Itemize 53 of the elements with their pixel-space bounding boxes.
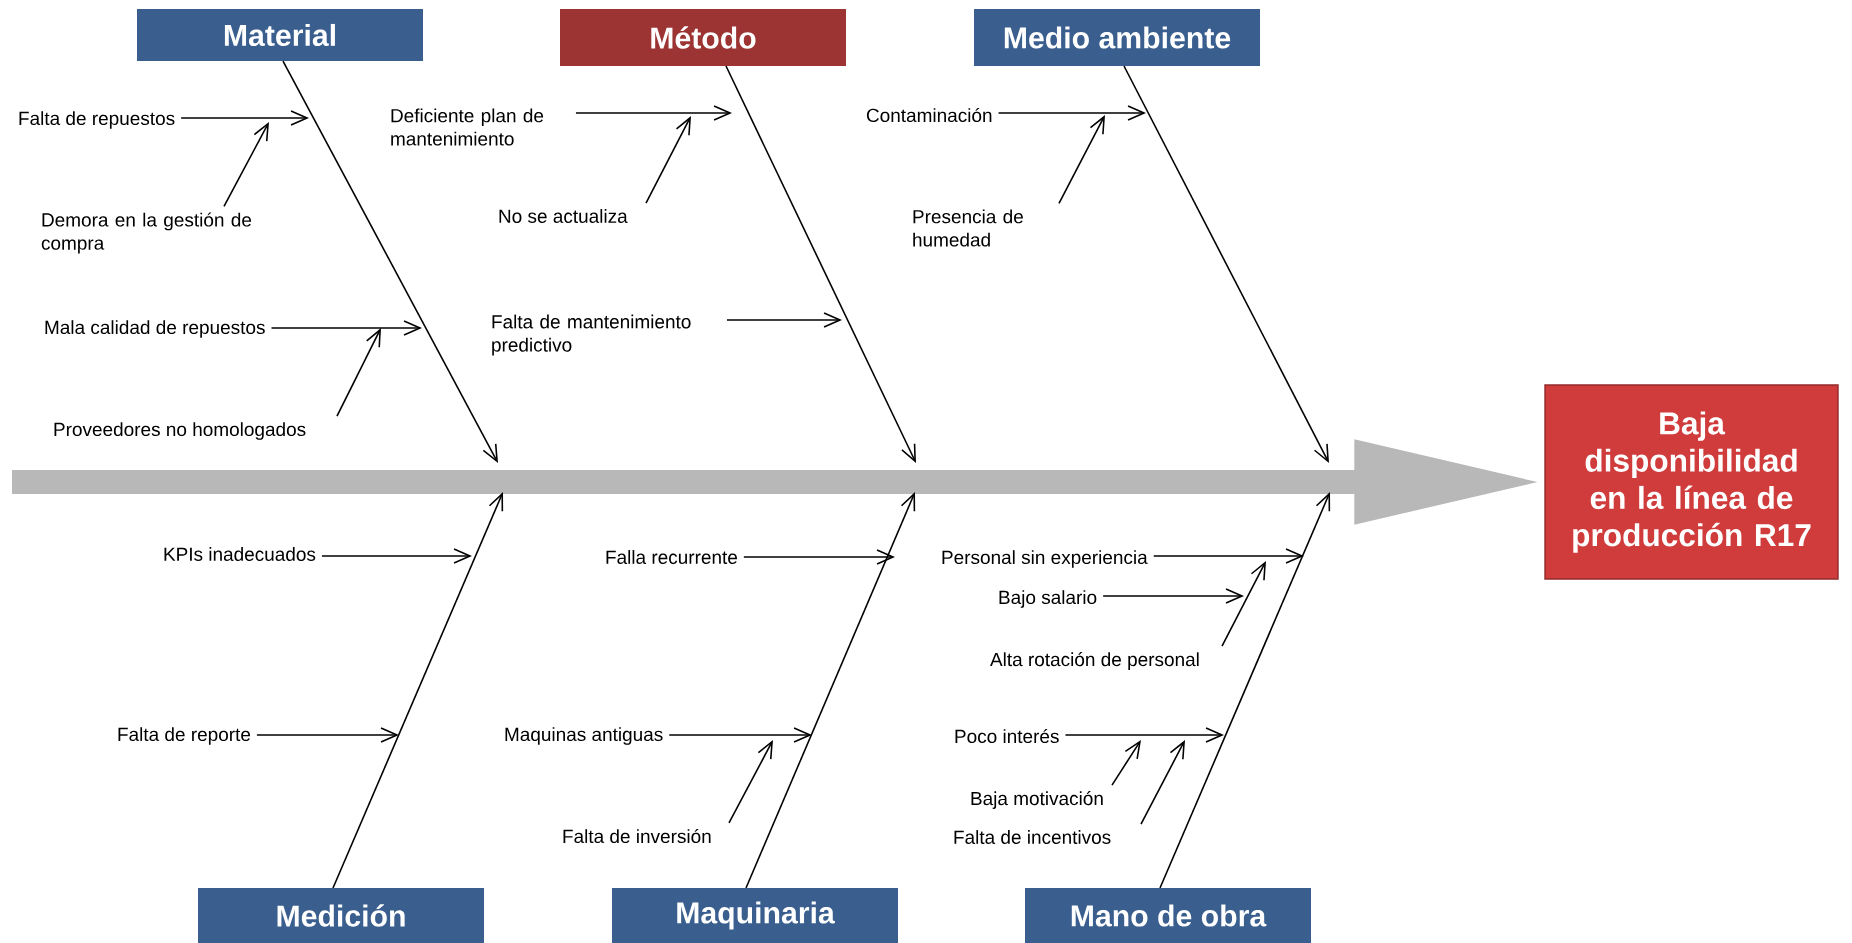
arrow [1102,588,1244,604]
arrow [645,116,691,204]
cause-label: Falta de mantenimiento predictivo [492,314,691,356]
cause-label: Presencia de humedad [913,209,1023,247]
arrow [336,328,381,417]
arrow [282,60,498,463]
cause-label: Personal sin experiencia [942,550,1148,568]
arrow [321,548,472,564]
cause-label: KPIs inadecuados [164,547,316,561]
arrow [270,320,422,336]
arrow [743,549,895,565]
cause-label: Falta de inversión [563,828,711,844]
arrow [1111,740,1141,786]
cause-label: Contaminación [866,107,992,123]
cause-label: Maquinas antiguas [505,727,663,745]
effect-box: Baja disponibilidad en la línea de producción R17 [1544,384,1839,580]
category-box: Maquinaria [612,888,898,943]
arrow [745,492,916,889]
cause-label: Falta de reporte [118,727,251,745]
cause-label: Poco interés [955,728,1059,744]
cause-label: Falla recurrente [606,550,737,564]
arrow [1159,492,1331,889]
arrow [728,740,773,824]
cause-label: No se actualiza [499,209,628,223]
cause-label: Falta de repuestos [19,111,175,129]
arrow [1123,65,1329,463]
arrow [1152,548,1304,564]
cause-label: Alta rotación de personal [990,652,1199,670]
category-box: Mano de obra [1025,888,1311,943]
arrow [1221,561,1266,647]
cause-label: Proveedores no homologados [54,422,306,440]
arrow [332,492,504,889]
arrow [668,727,812,743]
arrow [575,105,732,121]
cause-label: Bajo salario [999,590,1097,608]
cause-label: Demora en la gestión de compra [41,212,252,254]
arrow [256,727,399,743]
arrow [1140,740,1185,825]
arrow [725,65,916,463]
cause-label: Baja motivación [971,791,1103,809]
arrow [180,110,309,126]
category-box: Material [137,9,423,61]
arrow [726,312,842,328]
arrow [1064,727,1224,743]
cause-label: Deficiente plan de mantenimiento [391,108,544,146]
cause-label: Falta de incentivos [954,830,1111,844]
category-box: Medio ambiente [974,9,1260,66]
arrow [223,122,269,208]
cause-label: Mala calidad de repuestos [45,320,265,338]
category-box: Medición [198,888,484,943]
category-box: Método [560,9,846,66]
arrow [997,105,1146,121]
arrow [1058,115,1105,205]
